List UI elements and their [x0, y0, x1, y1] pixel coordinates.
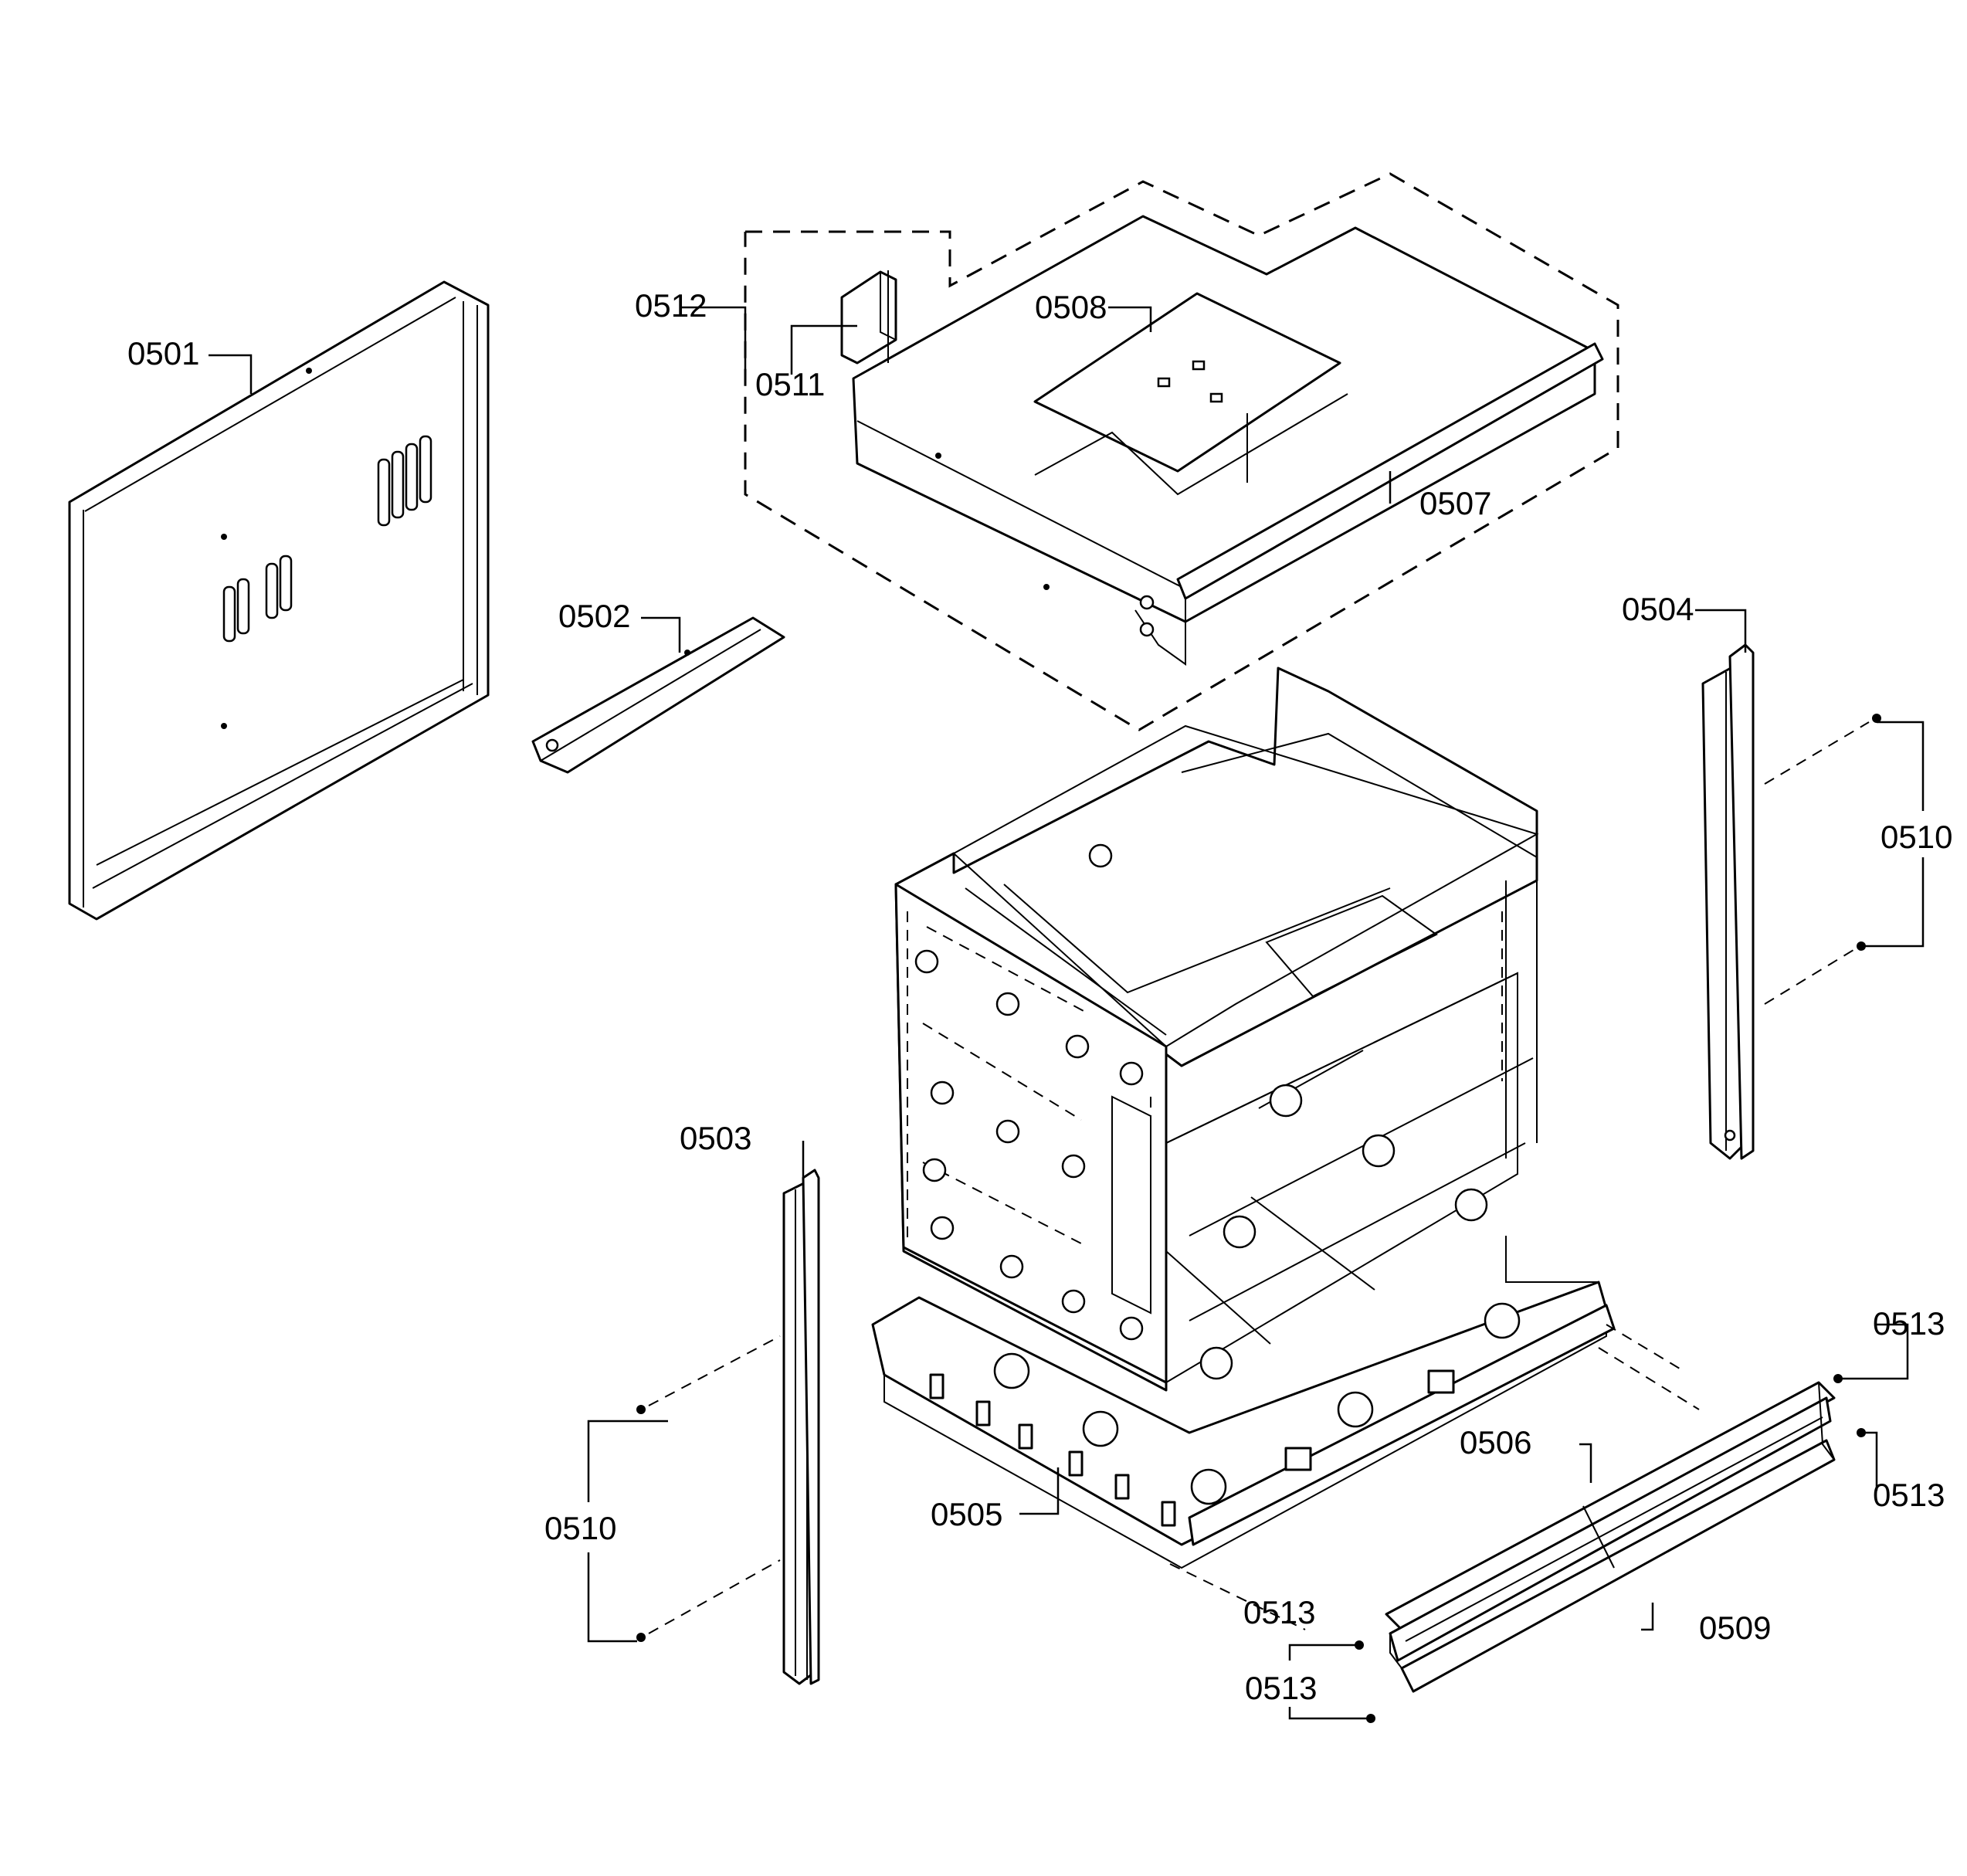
label-0508: 0508	[1035, 289, 1107, 325]
base-tray-feet	[993, 1302, 1521, 1505]
part-0504-right-upright	[1701, 643, 1755, 1160]
label-0510-right: 0510	[1881, 819, 1952, 855]
screws	[636, 714, 1881, 1723]
part-0505-base-tray	[871, 1236, 1616, 1569]
label-0510-left: 0510	[544, 1510, 616, 1546]
part-0501-side-panel	[68, 280, 490, 921]
part-0507-top-cover	[852, 215, 1604, 666]
label-0513-top-right: 0513	[1873, 1305, 1945, 1342]
part-0511-small-bracket	[840, 270, 897, 365]
part-0503-left-upright	[782, 1169, 820, 1685]
top-assembly-dashed-boundary	[744, 172, 1619, 731]
main-oven-frame	[894, 667, 1539, 1392]
label-0506: 0506	[1460, 1424, 1531, 1460]
label-0502: 0502	[558, 598, 630, 634]
side-panel-vent-slots	[222, 435, 432, 643]
part-0502-bracket	[531, 616, 785, 774]
label-0507: 0507	[1419, 485, 1491, 521]
label-0513-right: 0513	[1873, 1477, 1945, 1513]
leader-lines	[209, 306, 1925, 1720]
label-0504: 0504	[1622, 591, 1694, 627]
label-0513-bottom-lower: 0513	[1245, 1670, 1317, 1706]
base-tray-tabs	[929, 1373, 1176, 1527]
label-0505: 0505	[931, 1496, 1002, 1532]
part-0506-0509-rail	[1385, 1381, 1836, 1693]
label-0509: 0509	[1699, 1610, 1771, 1646]
label-0511: 0511	[755, 366, 825, 402]
part-labels: 0501 0502 0503 0504 0505 0506 0507 0508 …	[127, 287, 1952, 1706]
label-0503: 0503	[680, 1120, 751, 1156]
frame-screw-holes	[914, 843, 1488, 1380]
label-0513-bottom-upper: 0513	[1243, 1594, 1315, 1630]
part-0508-top-plate	[1033, 292, 1348, 496]
label-0512: 0512	[635, 287, 707, 324]
label-0501: 0501	[127, 335, 199, 371]
